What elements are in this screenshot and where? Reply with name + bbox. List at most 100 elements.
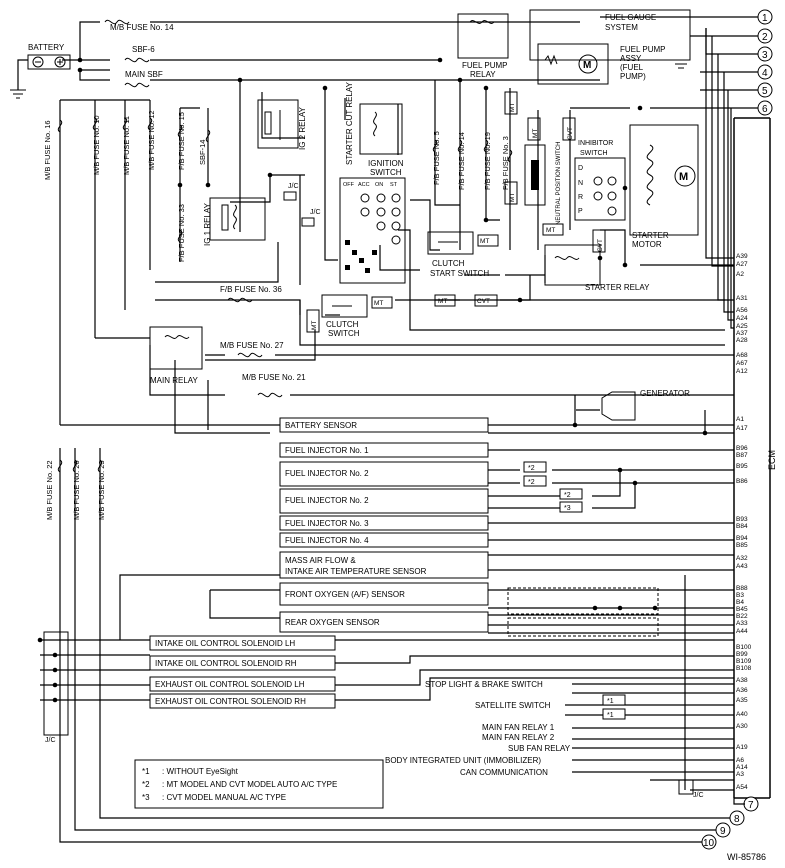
fuel-gauge-label-2: SYSTEM bbox=[605, 23, 638, 32]
starter-relay-label: STARTER RELAY bbox=[585, 283, 650, 292]
pin-label: B3 bbox=[736, 592, 744, 599]
star-mark: *1 bbox=[607, 698, 614, 705]
fuel-pump-assembly: FUEL GAUGE SYSTEM M FUEL PUMP ASSY (FUEL… bbox=[529, 9, 691, 85]
legend-mark: *2 bbox=[142, 780, 150, 789]
jc-label: J/C bbox=[288, 183, 299, 190]
battery-sensor-label: BATTERY SENSOR bbox=[285, 421, 357, 430]
inhibitor-pos: R bbox=[578, 194, 583, 201]
fuse-mb12-label: M/B FUSE No. 12 bbox=[147, 110, 156, 170]
pin-label: A28 bbox=[736, 337, 748, 344]
fuse-fb3-label: F/B FUSE No. 3 bbox=[501, 136, 510, 190]
fuse-mb11-label: M/B FUSE No. 11 bbox=[122, 116, 131, 175]
mt-tag: MT bbox=[438, 298, 447, 305]
pin-label: B95 bbox=[736, 463, 748, 470]
fuel-injector-1-label: FUEL INJECTOR No. 1 bbox=[285, 446, 369, 455]
sub-fan-label: SUB FAN RELAY bbox=[508, 744, 571, 753]
star-mark: *2 bbox=[564, 492, 571, 499]
wiring bbox=[17, 16, 758, 843]
ign-col: ACC bbox=[358, 182, 370, 188]
pin-label: A19 bbox=[736, 744, 748, 751]
pin-label: A39 bbox=[736, 253, 748, 260]
inhibitor-label-2: SWITCH bbox=[580, 150, 608, 157]
mt-tag: MT bbox=[311, 321, 318, 330]
circle-number: 6 bbox=[762, 104, 768, 115]
fuse-fb19-label: F/B FUSE No. 19 bbox=[483, 132, 492, 190]
ignition-label-2: SWITCH bbox=[370, 168, 402, 177]
figure-id: WI-85786 bbox=[727, 852, 766, 862]
star-mark: *2 bbox=[528, 479, 535, 486]
fuel-gauge-label-1: FUEL GAUGE bbox=[605, 13, 656, 22]
circle-number: 2 bbox=[762, 32, 768, 43]
jc-label: J/C bbox=[693, 792, 704, 799]
pin-label: A38 bbox=[736, 677, 748, 684]
pin-label: A3 bbox=[736, 771, 744, 778]
inhibitor-pos: N bbox=[578, 180, 583, 187]
mt-tag: MT bbox=[532, 129, 539, 138]
fuel-injector-3-label: FUEL INJECTOR No. 3 bbox=[285, 519, 369, 528]
pin-label: A67 bbox=[736, 360, 748, 367]
pin-label: B84 bbox=[736, 523, 748, 530]
pin-label: B45 bbox=[736, 606, 748, 613]
fuse-sbf14-label: SBF-14 bbox=[198, 140, 207, 165]
cvt-tag: CVT bbox=[567, 127, 574, 140]
pin-label: B109 bbox=[736, 658, 752, 665]
pin-label: B94 bbox=[736, 535, 748, 542]
cvt-tag: CVT bbox=[477, 298, 490, 305]
pin-label: A44 bbox=[736, 628, 748, 635]
pin-label: A32 bbox=[736, 555, 748, 562]
inhibitor-pos: D bbox=[578, 165, 583, 172]
pin-label: A40 bbox=[736, 711, 748, 718]
inhibitor-pos: P bbox=[578, 208, 583, 215]
fuse-fb14-label: F/B FUSE No. 14 bbox=[457, 132, 466, 190]
junction-dots bbox=[37, 57, 708, 703]
fuse-fb5-label: F/B FUSE No. 5 bbox=[432, 131, 441, 185]
fuse-mb27-label: M/B FUSE No. 27 bbox=[220, 341, 284, 350]
circle-number: 5 bbox=[762, 86, 768, 97]
ign-col: OFF bbox=[343, 182, 355, 188]
ecm-pins: A39 A27 A2 A31 A56 A24 A25 A37 A28 A68 A… bbox=[736, 253, 752, 791]
mt-tag: MT bbox=[509, 103, 516, 112]
pin-label: B93 bbox=[736, 516, 748, 523]
ign-col: ST bbox=[390, 182, 398, 188]
ecm-label: ECM bbox=[767, 450, 777, 470]
motor-symbol: M bbox=[679, 171, 688, 183]
generator-label: GENERATOR bbox=[640, 389, 690, 398]
exhaust-lh-label: EXHAUST OIL CONTROL SOLENOID LH bbox=[155, 680, 305, 689]
legend-mark: *3 bbox=[142, 793, 150, 802]
ecm-block: ECM bbox=[733, 117, 777, 799]
fuse-main-sbf-label: MAIN SBF bbox=[125, 70, 163, 79]
fuse-mb16-label: M/B FUSE No. 16 bbox=[43, 120, 52, 180]
vertical-fuses: M/B FUSE No. 16 M/B FUSE No. 10 M/B FUSE… bbox=[43, 110, 513, 520]
neutral-switch-label: NEUTRAL POSITION SWITCH bbox=[556, 142, 562, 225]
top-fuses: M/B FUSE No. 14 SBF-6 MAIN SBF F/B FUSE … bbox=[104, 19, 306, 398]
clutch-switch-label-1: CLUTCH bbox=[326, 320, 359, 329]
clutch-switches: CLUTCH START SWITCH CLUTCH SWITCH bbox=[321, 231, 489, 338]
fuel-pump-relay-label-1: FUEL PUMP bbox=[462, 61, 508, 70]
body-integrated-label: BODY INTEGRATED UNIT (IMMOBILIZER) bbox=[385, 756, 541, 765]
pin-label: A25 bbox=[736, 323, 748, 330]
pin-label: A35 bbox=[736, 697, 748, 704]
circle-number: 8 bbox=[734, 814, 740, 825]
main-fan-1-label: MAIN FAN RELAY 1 bbox=[482, 723, 555, 732]
fuse-fb36-label: F/B FUSE No. 36 bbox=[220, 285, 282, 294]
pin-label: B108 bbox=[736, 665, 752, 672]
legend-text: : WITHOUT EyeSight bbox=[162, 767, 239, 776]
mt-tag: MT bbox=[546, 227, 555, 234]
ig2-relay-label: IG 2 RELAY bbox=[298, 106, 307, 150]
ignition-label-1: IGNITION bbox=[368, 159, 404, 168]
pin-label: A31 bbox=[736, 295, 748, 302]
pin-label: A17 bbox=[736, 425, 748, 432]
main-relay-label: MAIN RELAY bbox=[150, 376, 199, 385]
pin-label: B87 bbox=[736, 452, 748, 459]
pin-label: B86 bbox=[736, 478, 748, 485]
satellite-label: SATELLITE SWITCH bbox=[475, 701, 551, 710]
starter-cut-relay-label: STARTER CUT RELAY bbox=[345, 81, 354, 165]
ig1-relay-label: IG 1 RELAY bbox=[203, 202, 212, 246]
component-boxes: BATTERY SENSOR FUEL INJECTOR No. 1 FUEL … bbox=[149, 417, 489, 709]
fuel-injector-2a-label: FUEL INJECTOR No. 2 bbox=[285, 469, 369, 478]
clutch-switch-label-2: SWITCH bbox=[328, 329, 360, 338]
clutch-start-label-1: CLUTCH bbox=[432, 259, 465, 268]
fuse-fb15-label: F/B FUSE No. 15 bbox=[177, 112, 186, 170]
legend-text: : CVT MODEL MANUAL A/C TYPE bbox=[162, 793, 286, 802]
